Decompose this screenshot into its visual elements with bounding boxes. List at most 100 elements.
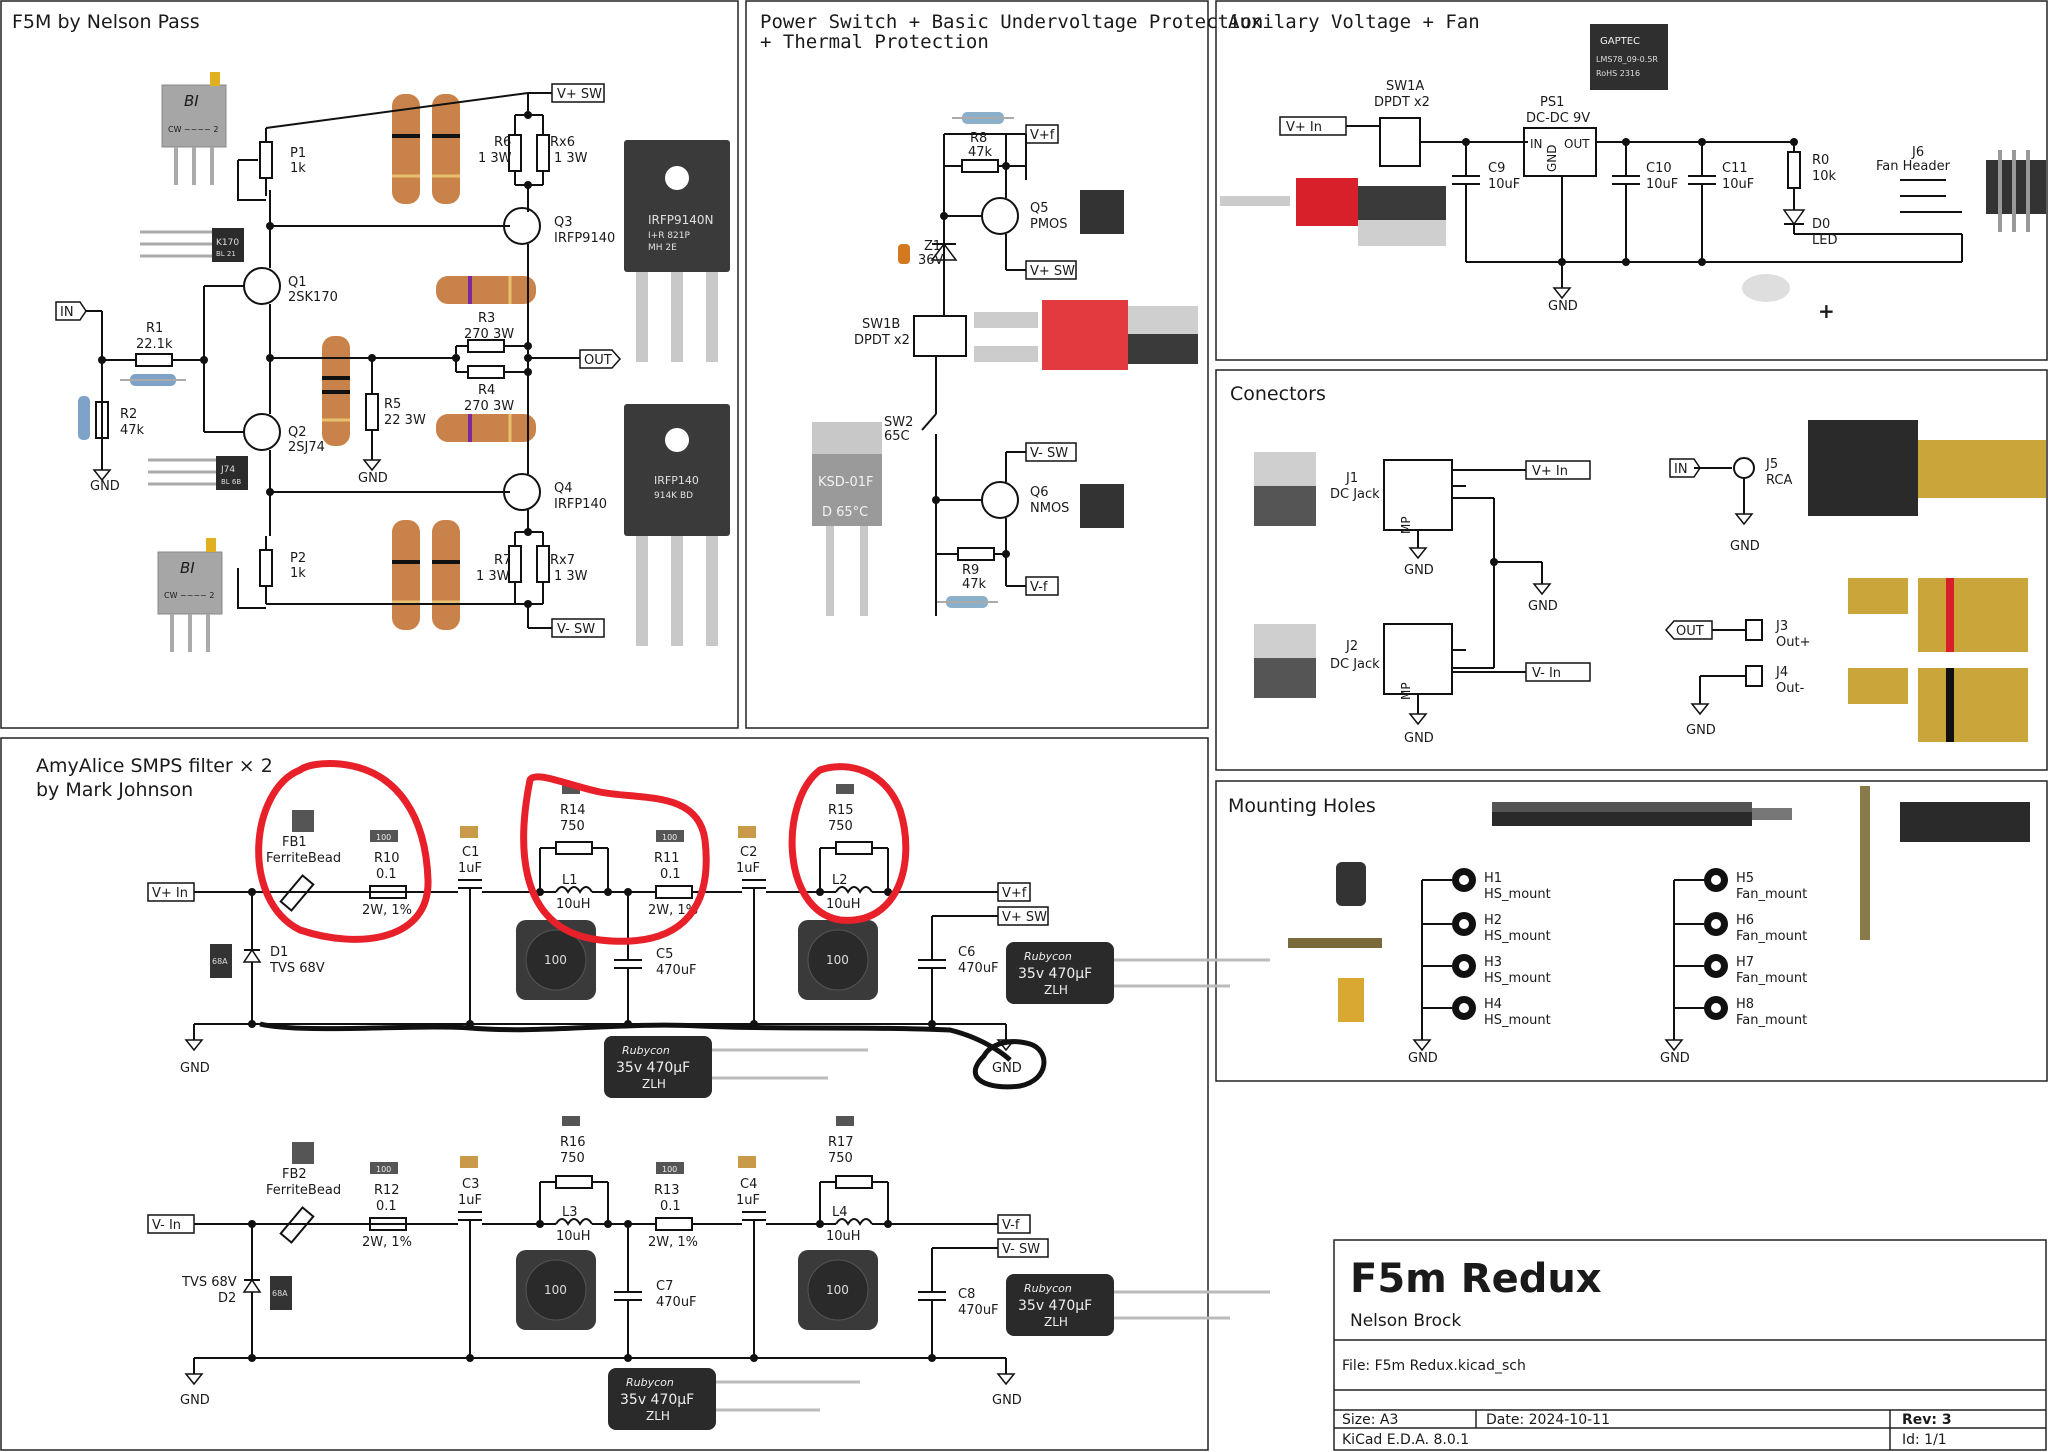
fb1-image: [292, 810, 314, 832]
rx6-ref: Rx6: [550, 135, 575, 150]
mounting-labels: H1 HS_mount H2 HS_mount H3 HS_mount H4 H…: [1408, 871, 1807, 1066]
net-in-label: IN: [60, 305, 74, 320]
fb1-ref: FB1: [282, 835, 307, 850]
smps-upper-wires: [184, 841, 1016, 1052]
net-vplus-sw-label-power: V+ SW: [1030, 264, 1075, 279]
f5m-section: BI CW ~~~~ 2 BI CW ~~~~ 2 K170 BL 21: [55, 72, 730, 652]
sw2-ref: SW2: [884, 415, 913, 430]
r14-value: 750: [560, 819, 585, 834]
c1-ref: C1: [462, 845, 479, 860]
r13-image: [656, 1162, 684, 1174]
r8-ref: R8: [970, 131, 987, 146]
h4-value: HS_mount: [1484, 1013, 1551, 1028]
svg-text:ZLH: ZLH: [642, 1077, 666, 1091]
j3-value: Out+: [1776, 635, 1810, 650]
svg-text:35v 470μF: 35v 470μF: [1018, 1298, 1092, 1314]
c4-value: 1uF: [736, 1193, 760, 1208]
sheet-title-power-2: + Thermal Protection: [760, 31, 989, 53]
frame-connectors: [1215, 369, 2048, 771]
svg-text:BI: BI: [184, 92, 199, 110]
fb2-ref: FB2: [282, 1167, 307, 1182]
net-vminus-f-label-power: V-f: [1030, 580, 1048, 595]
svg-text:35v 470μF: 35v 470μF: [616, 1060, 690, 1076]
l1-ref: L1: [562, 873, 578, 888]
h7-value: Fan_mount: [1736, 971, 1807, 986]
svg-text:ZLH: ZLH: [1044, 1315, 1068, 1329]
p1-ref: P1: [290, 146, 306, 161]
p1-value: 1k: [290, 161, 306, 176]
j5-ref: J5: [1765, 457, 1778, 472]
r10-image: [370, 830, 398, 842]
d1-ref: D1: [270, 945, 288, 960]
svg-text:D 65°C: D 65°C: [822, 505, 868, 520]
h6-ref: H6: [1736, 913, 1754, 928]
c5-value: 470uF: [656, 963, 697, 978]
l2-value: 10uH: [826, 897, 861, 912]
c4-ref: C4: [740, 1177, 757, 1192]
r16-value: 750: [560, 1151, 585, 1166]
title-block: F5m Redux Nelson Brock File: F5m Redux.k…: [1333, 1239, 2047, 1451]
sw2-value: 65C: [884, 429, 910, 444]
q3-value: IRFP9140: [554, 231, 615, 246]
connector-labels: V+ In V- In IN OUT J1 DC Jack J2 DC Jack…: [1330, 457, 1810, 746]
j6-value: Fan Header: [1876, 159, 1951, 174]
svg-text:Rubycon: Rubycon: [622, 1044, 670, 1057]
r15-value: 750: [828, 819, 853, 834]
svg-text:LMS78_09-0.5R: LMS78_09-0.5R: [1596, 55, 1658, 64]
drawing-rev: Rev: 3: [1902, 1412, 1952, 1428]
q2-value: 2SJ74: [288, 440, 325, 455]
net-vminus-f-label-smps: V-f: [1002, 1218, 1020, 1233]
sheet-title-connectors: Conectors: [1230, 383, 1326, 405]
r7-value: 1 3W: [476, 569, 510, 584]
net-out-label-j3: OUT: [1676, 624, 1704, 639]
power-part-labels: R8 47k R9 47k Z1 36V Q5 PMOS Q6 NMOS SW1…: [854, 131, 1069, 592]
net-vplus-in-label-aux: V+ In: [1286, 120, 1322, 135]
black-ground-stroke: [259, 1021, 1012, 1062]
smps-component-images: 68A 68A 100 100 100 100 100 100: [210, 784, 878, 1330]
d2-image: [270, 1276, 292, 1310]
power-junctions: [932, 162, 1010, 558]
c8-value: 470uF: [958, 1303, 999, 1318]
r10-power: 2W, 1%: [362, 903, 412, 918]
net-vminus-in-label-smps: V- In: [152, 1218, 181, 1233]
l3-value: 10uH: [556, 1229, 591, 1244]
j6-ref: J6: [1911, 145, 1924, 160]
net-vminus-sw-label: V- SW: [557, 622, 595, 637]
sw1b-image: [974, 300, 1198, 370]
svg-text:100: 100: [376, 833, 391, 842]
r6-ref: R6: [494, 135, 511, 150]
f5m-junctions: [98, 111, 532, 608]
sw1a-ref: SW1A: [1386, 79, 1424, 94]
h2-value: HS_mount: [1484, 929, 1551, 944]
binding-post-images: [1848, 578, 2028, 742]
svg-text:GAPTEC: GAPTEC: [1600, 36, 1640, 47]
c9-ref: C9: [1488, 161, 1505, 176]
gnd-label-j1: GND: [1404, 563, 1434, 578]
r12-ref: R12: [374, 1183, 400, 1198]
rx7-ref: Rx7: [550, 553, 575, 568]
sw1b-value: DPDT x2: [854, 333, 910, 348]
r0-value: 10k: [1812, 169, 1837, 184]
z1-image: [898, 244, 910, 264]
h7-ref: H7: [1736, 955, 1754, 970]
smps-part-labels: FB1 FerriteBead FB2 FerriteBead R10 0.1 …: [181, 803, 999, 1318]
drawing-author: Nelson Brock: [1350, 1311, 1461, 1331]
net-in-label-j5: IN: [1674, 462, 1688, 477]
mounting-wires: [1412, 879, 1704, 1052]
gnd-label-mount-hs: GND: [1408, 1051, 1438, 1066]
j2-mp: MP: [1399, 682, 1413, 700]
red-circle-r14-r11: [520, 773, 710, 945]
r15-ref: R15: [828, 803, 854, 818]
c6-value: 470uF: [958, 961, 999, 976]
aux-section: GAPTEC LMS78_09-0.5R RoHS 2316 +: [1220, 24, 2046, 323]
svg-text:100: 100: [826, 1283, 849, 1297]
mounting-holes: [1452, 868, 1728, 1020]
h8-ref: H8: [1736, 997, 1754, 1012]
c11-ref: C11: [1722, 161, 1748, 176]
smps-lower-wires: [184, 1175, 1016, 1386]
r11-value: 0.1: [660, 867, 681, 882]
r1-value: 22.1k: [136, 337, 173, 352]
ps1-ref: PS1: [1540, 95, 1564, 110]
drawing-date: Date: 2024-10-11: [1486, 1412, 1610, 1428]
svg-text:35v 470μF: 35v 470μF: [620, 1392, 694, 1408]
